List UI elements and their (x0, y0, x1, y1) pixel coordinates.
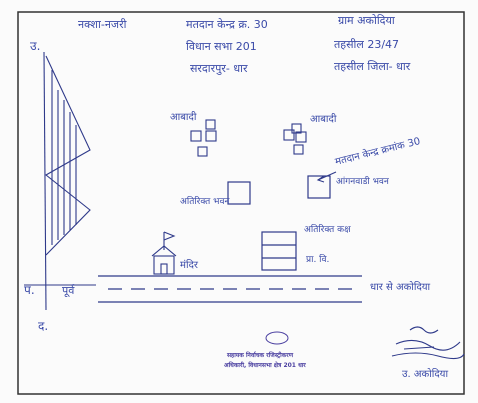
extra-room-box (227, 181, 251, 205)
stamp-line-2: अधिकारी, विधानसभा क्षेत्र 201 धार (224, 361, 306, 369)
booth-arrow-label: मतदान केन्द्र क्रमांक 30 (334, 135, 422, 168)
temple-label: मंदिर (180, 259, 199, 271)
school-building (261, 231, 297, 271)
district-line: तहसील जिला- धार (334, 60, 411, 73)
stamp-mark (265, 331, 289, 345)
compass-south: द. (38, 319, 48, 333)
stamp-line-1: सहायक निर्वाचक रजिस्ट्रीकरण (226, 351, 294, 359)
signature-place: उ. अकोदिया (402, 368, 448, 380)
residential-left-houses (190, 119, 217, 157)
primary-school-label: प्रा. वि. (306, 253, 329, 265)
anganwadi-label: आंगनवाडी भवन (336, 175, 390, 187)
signature-scribble (391, 326, 465, 360)
residential-left-label: आबादी (170, 111, 197, 123)
extra-room-label: अतिरिक्त भवन (180, 195, 230, 207)
booth-number-line: मतदान केन्द्र क्र. 30 (186, 18, 268, 31)
tehsil-line: तहसील 23/47 (334, 38, 399, 51)
left-title: नक्शा-नजरी (78, 18, 127, 31)
booth-arrow-head (316, 175, 325, 183)
compass-north: उ. (30, 39, 40, 53)
extra-room-2-label: अतिरिक्त कक्ष (304, 223, 351, 235)
road-label: धार से अकोदिया (370, 281, 431, 293)
residential-right-label: आबादी (310, 113, 337, 125)
residential-right-houses (283, 123, 307, 155)
compass-rose (24, 51, 96, 311)
constituency-line: सरदारपुर- धार (190, 62, 248, 75)
compass-east: पूर्व (62, 284, 75, 298)
road (98, 275, 362, 303)
assembly-line: विधान सभा 201 (186, 40, 257, 53)
anganwadi-box (307, 175, 331, 199)
village-line: ग्राम अकोदिया (338, 14, 395, 27)
compass-west: प. (24, 283, 35, 297)
temple-icon (151, 231, 177, 275)
page-border (17, 11, 465, 395)
